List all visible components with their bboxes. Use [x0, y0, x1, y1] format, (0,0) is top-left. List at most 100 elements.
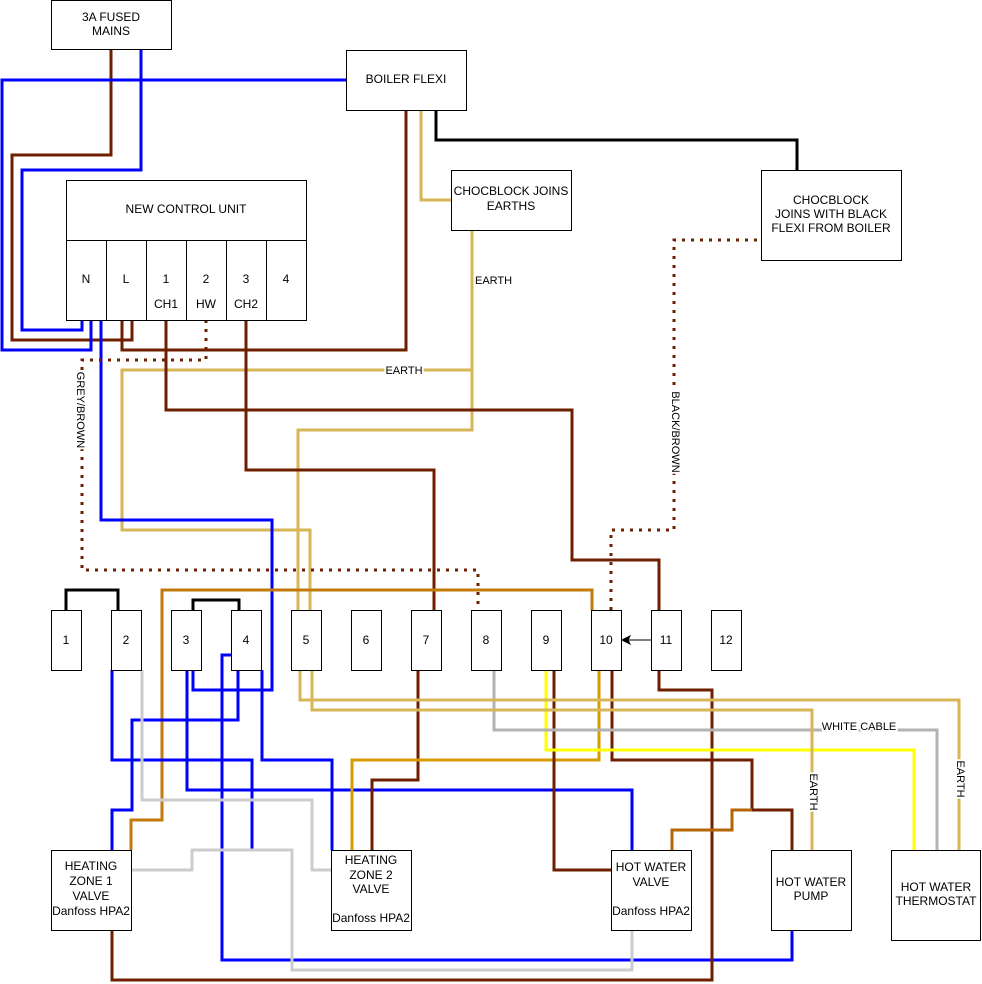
t4-pump-blue-wire [220, 653, 794, 962]
terminal-label: 10 [599, 633, 613, 647]
terminal-11: 11 [651, 610, 682, 671]
arrowhead-icon [620, 634, 632, 646]
control-terminal-n: N [82, 272, 91, 286]
earth-thermostat-label: EARTH [954, 760, 966, 797]
t2-grey-wire [140, 670, 331, 872]
terminal-label: 6 [363, 633, 370, 647]
control-terminal-3: 3 [243, 272, 250, 286]
t5-pump-earth-wire [310, 670, 814, 850]
control-terminal-l: L [123, 272, 130, 286]
chocblock-earths-box: CHOCBLOCK JOINS EARTHS [451, 170, 572, 231]
earth-branch-wire [120, 368, 472, 610]
terminal-3: 3 [171, 610, 202, 671]
control-unit: NEW CONTROL UNIT N L 1 CH1 2 HW 3 CH2 4 [66, 180, 307, 321]
t9-hw-valve-brown-wire [552, 670, 611, 872]
hw-thermostat-line-1: HOT WATER [901, 880, 972, 894]
control-unit-title: NEW CONTROL UNIT [126, 202, 248, 216]
zone1-valve-line-1: HEATING [65, 859, 117, 873]
terminal-label: 9 [543, 633, 550, 647]
hw-thermostat-line-2: THERMOSTAT [896, 894, 978, 908]
zone1-valve-line-3: VALVE [73, 889, 110, 903]
black-brown-wire [609, 238, 757, 610]
fused-mains-line-2: MAINS [92, 24, 130, 38]
chocblock-black-line-2: JOINS WITH BLACK [775, 207, 887, 221]
terminal-label: 12 [719, 633, 733, 647]
terminal-strip: 1 2 3 4 5 6 7 8 9 10 11 12 [51, 610, 742, 671]
terminal-9: 9 [531, 610, 562, 671]
terminal-8: 8 [471, 610, 502, 671]
chocblock-black-line-3: FLEXI FROM BOILER [771, 221, 891, 235]
zone2-valve-line-1: HEATING [345, 853, 397, 867]
terminal-label: 5 [303, 633, 310, 647]
mains-neutral-wire [20, 50, 143, 332]
terminal-label: 3 [183, 633, 190, 647]
ch1-wire [164, 320, 661, 610]
zone2-valve-line-4: Danfoss HPA2 [332, 911, 410, 925]
fused-mains-line-1: 3A FUSED [82, 10, 140, 24]
hw-pump-line-2: PUMP [794, 889, 829, 903]
control-terminal-1-sub: CH1 [154, 297, 178, 311]
control-terminal-2: 2 [203, 272, 210, 286]
t10-zone2-orange-wire [350, 670, 601, 850]
earth-main-wire [296, 230, 474, 610]
terminal-label: 4 [243, 633, 250, 647]
control-terminal-3-sub: CH2 [234, 297, 258, 311]
fused-mains-box: 3A FUSED MAINS [51, 0, 172, 50]
wire-labels: EARTH EARTH GREY/BROWN BLACK/BROWN WHITE… [72, 273, 968, 813]
hw-valve-line-3: Danfoss HPA2 [612, 904, 690, 918]
terminal-2: 2 [111, 610, 142, 671]
control-terminal-4: 4 [283, 272, 290, 286]
jumper-3-4 [191, 598, 241, 610]
terminal-label: 7 [423, 633, 430, 647]
hw-valve-line-2: VALVE [633, 875, 670, 889]
boiler-live-wire [120, 110, 408, 352]
terminal-label: 11 [660, 633, 673, 647]
zone1-valve-box: HEATING ZONE 1 VALVE Danfoss HPA2 [51, 850, 132, 931]
boiler-neutral-wire [0, 78, 346, 352]
hw-pump-box: HOT WATER PUMP [771, 850, 852, 931]
hw-pump-line-1: HOT WATER [776, 875, 847, 889]
terminal-4: 4 [231, 610, 262, 671]
zone2-valve-line-3: VALVE [353, 882, 390, 896]
t2-blue-wire [110, 670, 254, 850]
grey-brown-label: GREY/BROWN [74, 372, 86, 448]
zone1-valve-line-4: Danfoss HPA2 [52, 904, 130, 918]
boiler-flexi-box: BOILER FLEXI [346, 50, 467, 111]
ch2-wire [244, 320, 436, 610]
boiler-flexi-label: BOILER FLEXI [366, 72, 447, 86]
terminal-label: 1 [63, 633, 70, 647]
hw-thermostat-box: HOT WATER THERMOSTAT [891, 850, 981, 941]
wires [0, 50, 961, 982]
earth-chocblock-label: EARTH [475, 275, 512, 287]
black-brown-label: BLACK/BROWN [669, 391, 681, 472]
hw-valve-orange-wire [670, 808, 752, 850]
white-cable-label: WHITE CABLE [822, 721, 897, 733]
chocblock-black-box: CHOCBLOCK JOINS WITH BLACK FLEXI FROM BO… [761, 170, 902, 261]
t4-zone1-blue-wire [110, 670, 240, 850]
t4-zone2-blue-wire [260, 670, 334, 850]
boiler-black-wire [434, 110, 799, 170]
t7-zone2-brown-wire [370, 670, 420, 850]
t5-thermostat-earth-wire [298, 670, 961, 850]
control-neutral-wire [99, 320, 274, 692]
zone1-hw-valve-grey-wire [131, 848, 634, 972]
terminal-5: 5 [291, 610, 322, 671]
zone2-valve-line-2: ZONE 2 [349, 868, 393, 882]
terminal-12: 12 [711, 610, 742, 671]
hw-valve-line-1: HOT WATER [616, 860, 687, 874]
control-terminal-1: 1 [163, 272, 170, 286]
chocblock-black-line-1: CHOCBLOCK [793, 193, 869, 207]
terminal-6: 6 [351, 610, 382, 671]
terminal-1: 1 [51, 610, 82, 671]
hw-grey-brown-wire [80, 320, 480, 610]
earth-branch-label: EARTH [385, 365, 422, 377]
earth-pump-label: EARTH [807, 773, 819, 810]
terminal-label: 2 [123, 633, 130, 647]
zone1-live-wire [129, 588, 594, 850]
zone1-valve-line-2: ZONE 1 [69, 874, 113, 888]
mains-live-wire [10, 50, 134, 342]
t10-pump-brown-wire [610, 670, 794, 850]
zone1-t11-brown-wire [110, 670, 714, 982]
terminal-10: 10 [591, 610, 622, 671]
